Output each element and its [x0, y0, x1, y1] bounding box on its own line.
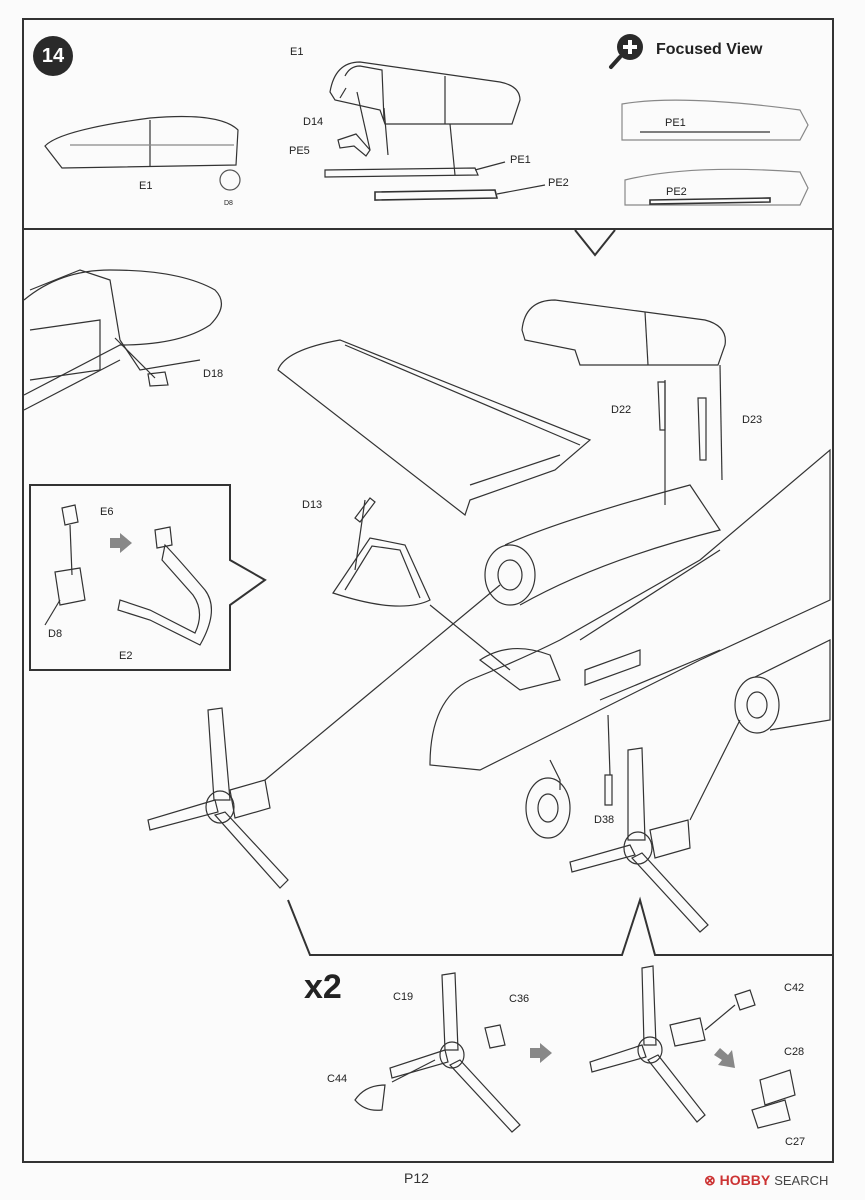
label-d13: D13: [302, 499, 323, 511]
focused-view-title: Focused View: [656, 41, 763, 58]
label-c36: C36: [509, 993, 530, 1005]
main-panel-frame: [22, 228, 834, 1163]
watermark: ⊗ HOBBY SEARCH: [704, 1172, 828, 1189]
label-d22: D22: [611, 404, 632, 416]
label-e2: E2: [119, 650, 133, 662]
label-c27: C27: [785, 1136, 806, 1148]
prop-assembly-right: [589, 965, 796, 1129]
label-c42: C42: [784, 982, 805, 994]
focused-view-header: Focused View: [608, 30, 762, 70]
propeller-left: [147, 584, 501, 889]
canopy-e1-center: [329, 61, 521, 125]
step-number-badge: 14: [33, 36, 73, 76]
inset-panel: [29, 484, 267, 671]
pe1-strip: [324, 167, 479, 178]
label-e1-center: E1: [290, 46, 304, 58]
label-d14: D14: [303, 116, 324, 128]
e2-windscreen-frame: [117, 543, 212, 646]
fuselage: [429, 448, 831, 771]
cockpit-closeup: [23, 269, 222, 396]
nose-wheel: [525, 777, 571, 839]
label-d8-small: D8: [224, 200, 233, 207]
canopy-e1-side-view: [44, 115, 239, 169]
quantity-multiplier: x2: [304, 968, 342, 1006]
windscreen-d13: [332, 537, 431, 607]
top-panel-frame: [22, 18, 834, 230]
label-pe1: PE1: [510, 154, 531, 166]
main-wing: [277, 339, 592, 516]
label-c19: C19: [393, 991, 414, 1003]
d23-part: [697, 397, 707, 461]
label-d8: D8: [48, 628, 63, 640]
focus-pe2-canopy: [624, 168, 809, 206]
pe5-part: [337, 133, 371, 157]
label-d38: D38: [594, 814, 615, 826]
d22-part: [657, 381, 666, 431]
label-d18: D18: [203, 368, 224, 380]
arrow-right-icon-2: [530, 1043, 552, 1063]
prop-assembly-c19: [354, 972, 521, 1133]
watermark-logo: ⊗ HOBBY: [704, 1172, 771, 1188]
pe2-strip: [374, 189, 499, 201]
watermark-text: SEARCH: [774, 1173, 829, 1188]
label-c44: C44: [327, 1073, 348, 1085]
arrow-diagonal-icon: [714, 1048, 735, 1068]
engine-nacelle-right: [734, 676, 780, 734]
label-pe5: PE5: [289, 145, 310, 157]
main-canopy: [521, 299, 726, 366]
label-d23: D23: [742, 414, 763, 426]
focus-pe1-canopy: [621, 99, 809, 141]
label-pe2: PE2: [548, 177, 569, 189]
label-c28: C28: [784, 1046, 805, 1058]
arrow-right-icon: [110, 533, 132, 553]
propeller-right: [569, 719, 741, 933]
label-focus-pe1: PE1: [665, 117, 686, 129]
label-focus-pe2: PE2: [666, 186, 687, 198]
label-e1-left: E1: [139, 180, 153, 192]
label-e6: E6: [100, 506, 114, 518]
page-number: P12: [404, 1170, 429, 1186]
magnifier-plus-icon: [609, 34, 643, 69]
engine-nacelle-left: [484, 544, 536, 606]
